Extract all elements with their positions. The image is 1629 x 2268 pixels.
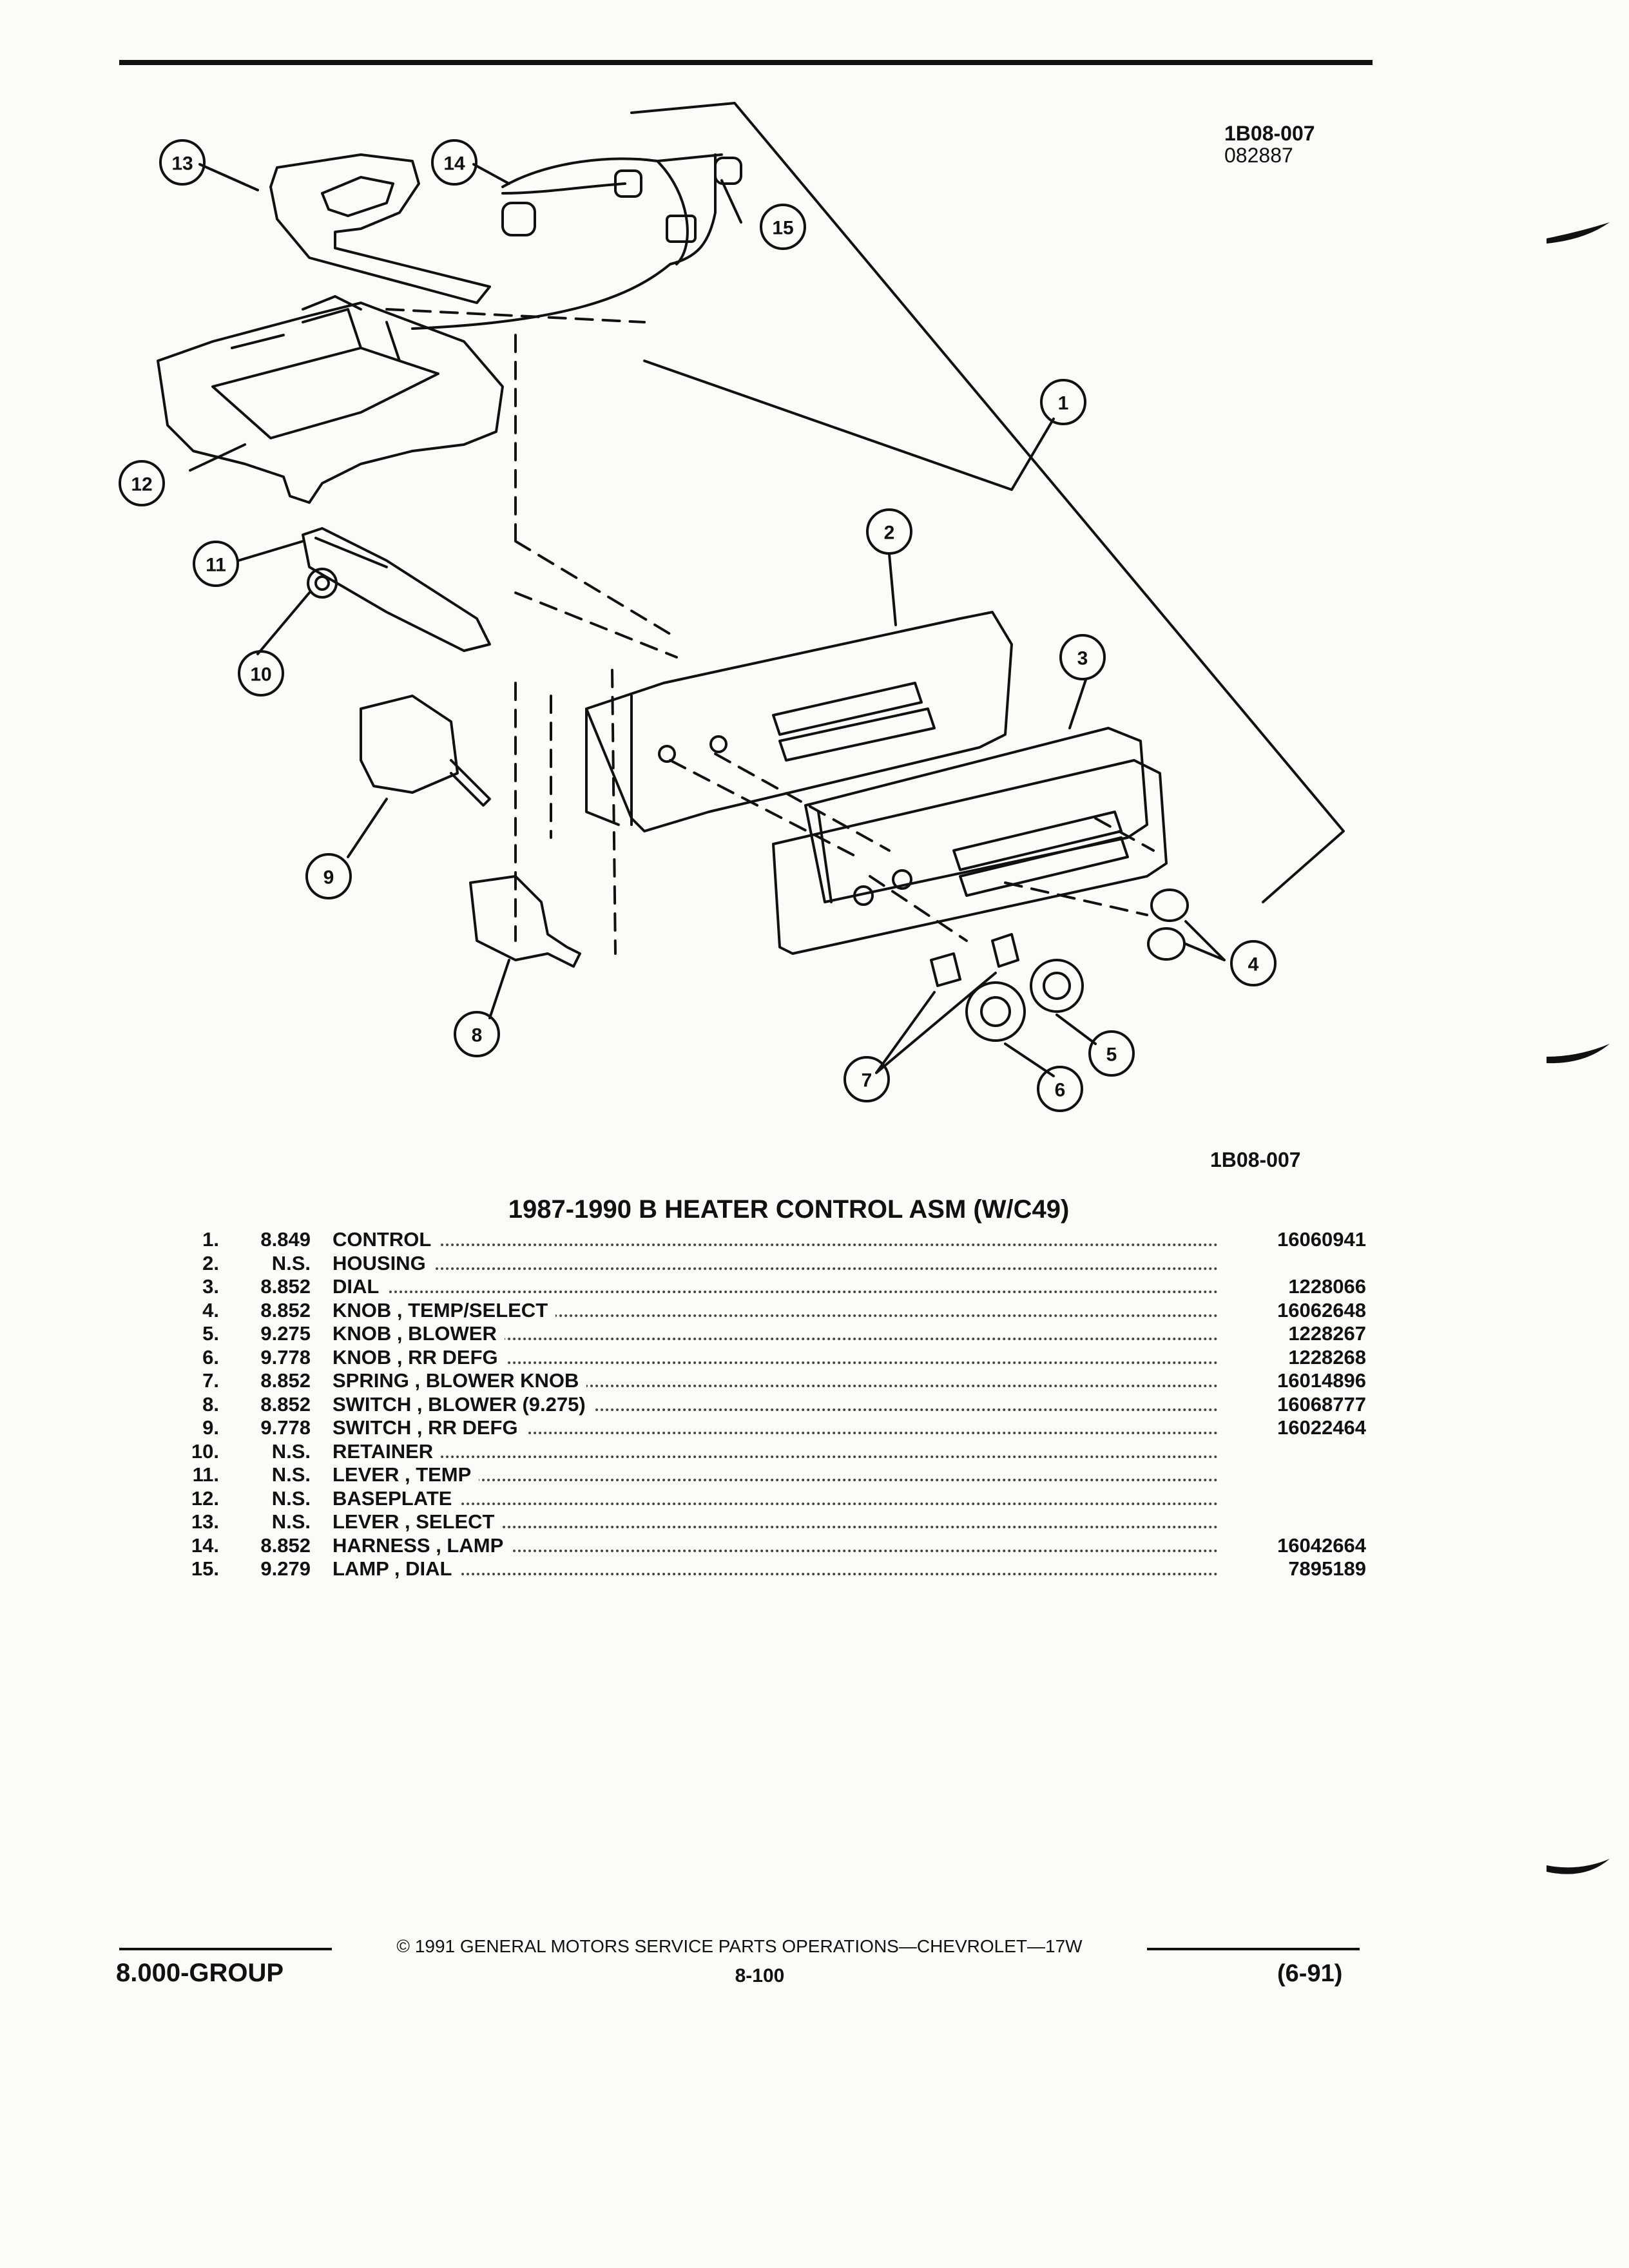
part-13-select-lever: [269, 153, 491, 304]
part-1-control-face: [772, 759, 1168, 955]
callout-9: 9: [323, 867, 334, 889]
table-row: 13.N.S.LEVER , SELECT: [187, 1510, 1366, 1534]
callout-5: 5: [1106, 1044, 1117, 1066]
callout-8: 8: [472, 1025, 483, 1046]
callout-11: 11: [206, 555, 226, 576]
top-rule: [119, 60, 1373, 65]
table-row: 12.N.S.BASEPLATE: [187, 1486, 1366, 1511]
part-8-switch-blower: [469, 875, 581, 968]
exploded-parts-diagram: 13 14 15 1 12 2 11 10 3 4 9 5 6 7 8: [119, 102, 1345, 1112]
callout-13: 13: [171, 153, 193, 175]
part-9-switch-rr-defg: [360, 695, 491, 807]
callout-14: 14: [443, 153, 465, 175]
callout-15: 15: [772, 218, 793, 239]
part-14-harness-lamp: [411, 153, 723, 330]
scan-margin-marks: [1547, 222, 1610, 1874]
callout-3: 3: [1077, 648, 1088, 669]
figure-date-code: 082887: [1224, 144, 1293, 167]
callout-leader-lines: [189, 163, 1226, 1077]
part-15-dial-lamp: [714, 157, 742, 185]
part-7-spring-blower-knob: [930, 933, 1019, 987]
parts-table-title: 1987-1990 B HEATER CONTROL ASM (W/C49): [508, 1195, 1070, 1224]
figure-ref-code-bottom: 1B08-007: [1210, 1148, 1301, 1171]
assembly-bracket-line: [630, 102, 1345, 903]
callout-12: 12: [131, 474, 152, 495]
footer-copyright: © 1991 GENERAL MOTORS SERVICE PARTS OPER…: [119, 1936, 1360, 1957]
part-12-baseplate: [157, 302, 504, 504]
callout-4: 4: [1248, 954, 1259, 975]
callout-10: 10: [250, 664, 271, 686]
part-5-knob-blower: [1030, 959, 1084, 1013]
footer-date: (6-91): [1277, 1960, 1343, 1987]
table-row: 10.N.S.RETAINER: [187, 1439, 1366, 1464]
dashed-guide-lines: [385, 308, 1155, 955]
part-11-temp-lever: [302, 527, 491, 652]
part-4-knob-temp-select: [1150, 889, 1189, 922]
footer-page-number: 8-100: [735, 1965, 785, 1986]
callout-1: 1: [1058, 393, 1069, 414]
footer-group: 8.000-GROUP: [116, 1959, 284, 1987]
part-3-dial: [804, 727, 1148, 903]
callout-6: 6: [1055, 1080, 1066, 1101]
callout-7: 7: [862, 1070, 872, 1091]
table-row: 11.N.S.LEVER , TEMP: [187, 1463, 1366, 1487]
figure-ref-code: 1B08-007: [1224, 122, 1315, 145]
table-row: 2.N.S.HOUSING: [187, 1251, 1366, 1276]
part-2-housing: [585, 611, 1013, 832]
callout-2: 2: [884, 523, 895, 544]
figure-reference: 1B08-007 082887: [1224, 122, 1315, 166]
part-6-knob-rr-defg: [965, 981, 1026, 1042]
part-10-retainer: [307, 568, 338, 599]
